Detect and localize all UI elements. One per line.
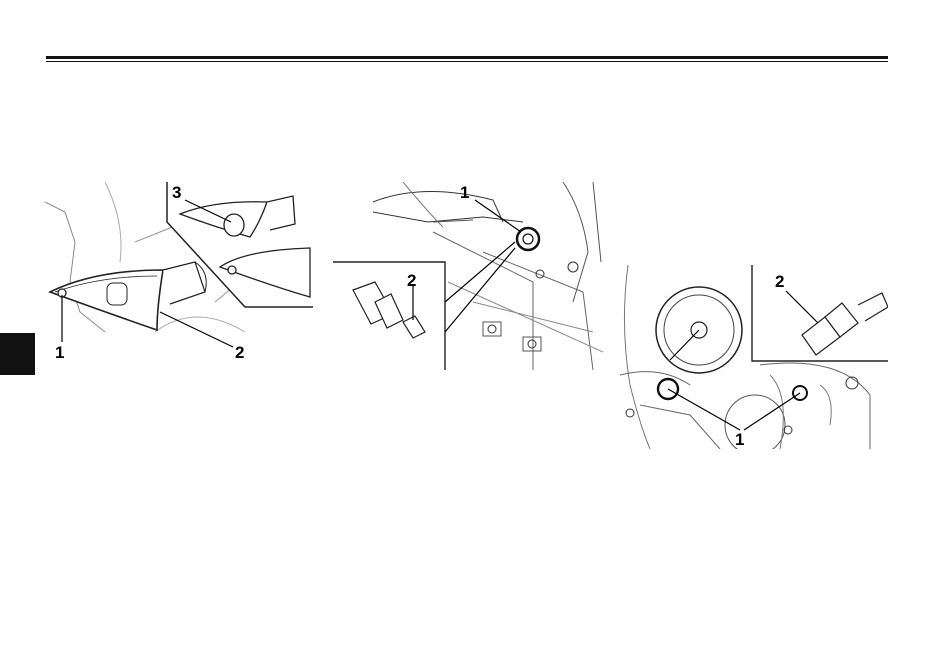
callout-1: 1 xyxy=(460,184,469,201)
headlight-illustration xyxy=(620,265,888,449)
header-rule-thick xyxy=(46,56,888,59)
callout-2: 2 xyxy=(407,272,416,289)
rear-turn-signal-bulb-figure: 1 2 xyxy=(333,182,603,370)
chapter-tab-marker xyxy=(0,333,35,375)
callout-2: 2 xyxy=(235,344,244,360)
turn-signal-lens-figure: 1 2 3 xyxy=(45,182,313,360)
headlight-bulb-figure: 2 1 xyxy=(620,265,888,449)
turn-signal-illustration xyxy=(45,182,313,360)
header-rule-thin xyxy=(46,61,888,62)
bulb-socket-illustration xyxy=(333,182,603,370)
callout-1: 1 xyxy=(55,344,64,360)
callout-1: 1 xyxy=(735,431,744,448)
callout-3: 3 xyxy=(172,184,181,201)
callout-2: 2 xyxy=(775,273,784,290)
